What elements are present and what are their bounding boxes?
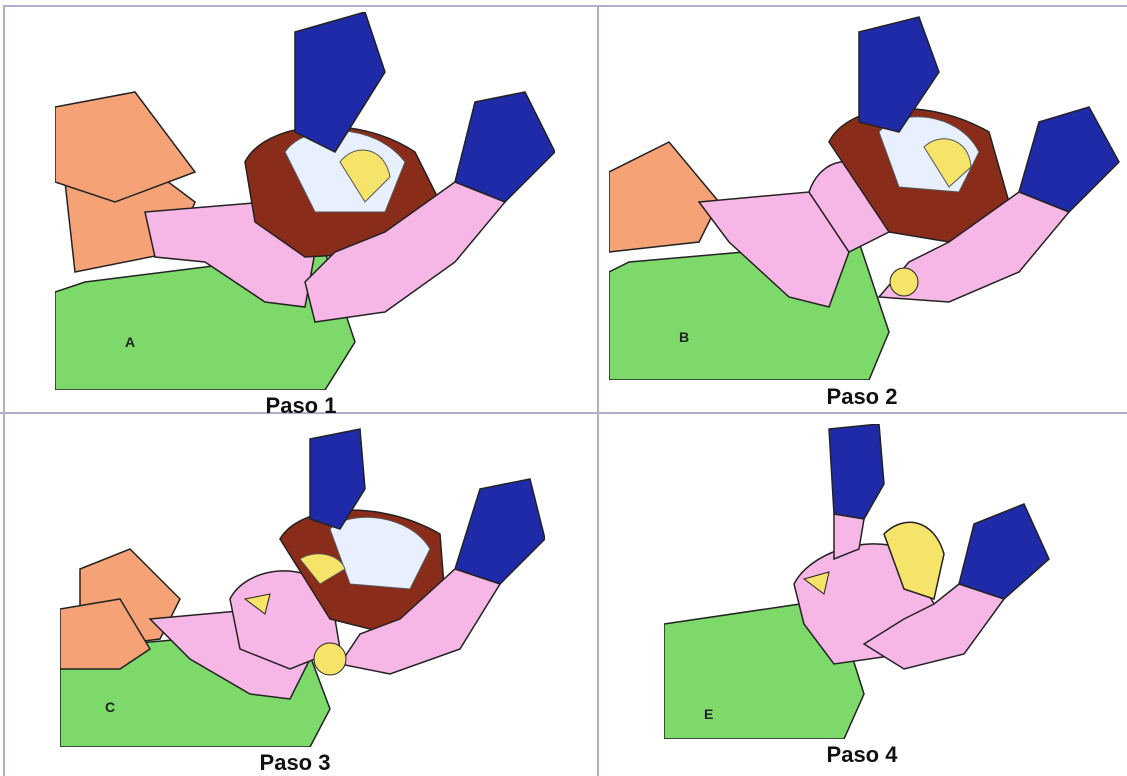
step-3-caption: Paso 3 — [145, 750, 445, 776]
step-cell-2: B Paso 2 — [599, 7, 1127, 412]
step-3-letter: C — [105, 699, 115, 715]
step-3-illustration: C — [60, 419, 545, 747]
step-4-drawing: E — [664, 424, 1114, 739]
step-1-letter: A — [125, 334, 135, 350]
step-1-illustration: A — [55, 12, 555, 390]
step-2-letter: B — [679, 329, 689, 345]
step-2-illustration: B — [609, 12, 1124, 380]
step-1-drawing: A — [55, 12, 555, 390]
step-4-caption: Paso 4 — [712, 742, 1012, 768]
step-cell-1: A Paso 1 — [5, 7, 597, 412]
step-4-letter: E — [704, 706, 713, 722]
step-4-illustration: E — [664, 424, 1114, 739]
step-2-caption: Paso 2 — [712, 384, 1012, 410]
step-2-drawing: B — [609, 12, 1124, 380]
step-3-drawing: C — [60, 419, 545, 747]
step-cell-4: E Paso 4 — [599, 414, 1127, 776]
step-cell-3: C Paso 3 — [5, 414, 597, 776]
